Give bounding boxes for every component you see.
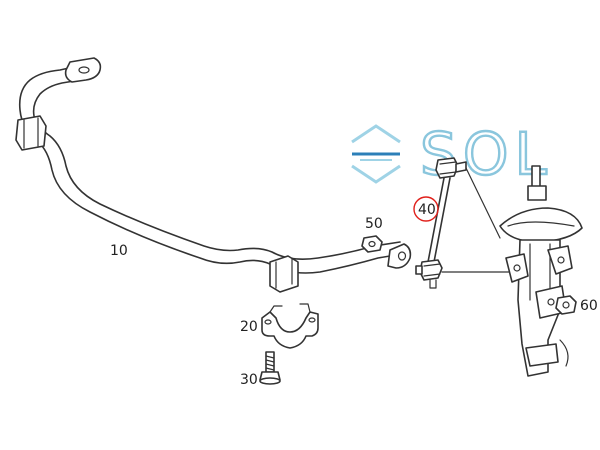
nut-50 <box>361 235 383 253</box>
strut-assembly <box>499 165 583 377</box>
sway-bar <box>15 57 412 293</box>
callout-highlight-circle <box>413 196 439 222</box>
sol-logo-icon <box>351 124 401 184</box>
strut-nut-60 <box>555 295 577 315</box>
bolt-30 <box>259 351 281 385</box>
callout-bracket: 20 <box>240 319 258 335</box>
callout-link: 40 <box>418 202 436 218</box>
callout-nut: 50 <box>365 216 383 232</box>
callout-strut-nut: 60 <box>580 298 598 314</box>
leader-upper <box>465 167 501 239</box>
callout-sway-bar: 10 <box>110 243 128 259</box>
stabilizer-link-40 <box>415 157 467 289</box>
callout-bolt: 30 <box>240 372 258 388</box>
bracket-20 <box>261 303 319 349</box>
